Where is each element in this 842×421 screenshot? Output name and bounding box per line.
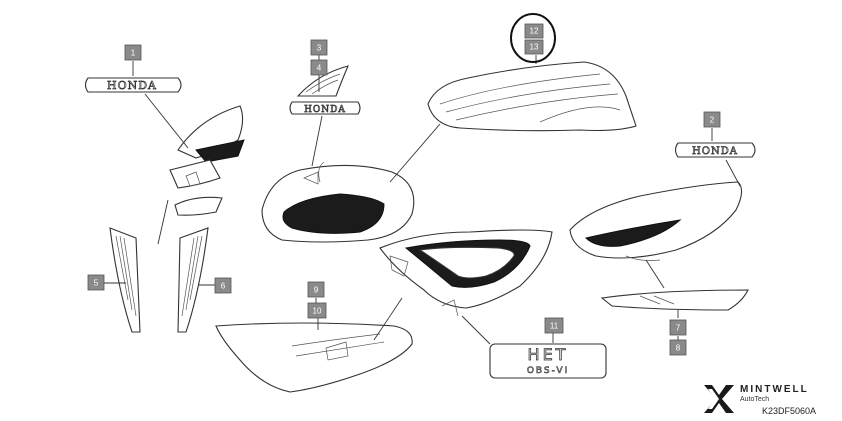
callout-1: 1 (124, 44, 142, 61)
callout-1-label: 1 (131, 49, 136, 58)
lower-side-cowl (215, 322, 413, 393)
side-strip-decal (600, 289, 749, 311)
callout-11: 11 (544, 317, 564, 334)
fork-decal-right (177, 227, 209, 333)
honda-left-text: HONDA (107, 79, 157, 92)
fork-decal-left (109, 227, 141, 333)
fuel-tank (261, 161, 415, 243)
hete-badge: HET OBS-VI (489, 343, 607, 379)
callout-9: 9 (307, 281, 325, 298)
callout-2-label: 2 (710, 116, 715, 125)
honda-wing-decal: HONDA (289, 65, 361, 115)
brand-subtitle: AutoTech (740, 396, 770, 403)
callout-4: 4 (310, 59, 328, 76)
callout-3-label: 3 (317, 44, 322, 53)
callout-3: 3 (310, 39, 328, 56)
callout-9-label: 9 (314, 286, 319, 295)
callout-5: 5 (87, 274, 105, 291)
callout-6: 6 (214, 277, 232, 294)
callout-8-label: 8 (676, 344, 681, 353)
callout-7: 7 (669, 319, 687, 336)
rear-side-cover (569, 181, 743, 261)
honda-decal-right: HONDA (674, 142, 756, 158)
honda-wing-text: HONDA (304, 105, 346, 115)
mintwell-logo-icon (704, 385, 734, 413)
callout-12-label: 12 (530, 27, 539, 36)
callout-10-label: 10 (313, 307, 322, 316)
callout-13: 13 (524, 39, 544, 55)
callout-8: 8 (669, 339, 687, 356)
honda-decal-left: HONDA (84, 77, 182, 93)
callout-4-label: 4 (317, 64, 322, 73)
hete-text: HET (528, 345, 569, 364)
callout-5-label: 5 (94, 279, 99, 288)
callout-13-label: 13 (530, 43, 539, 52)
callout-10: 10 (307, 302, 327, 319)
callout-7-label: 7 (676, 324, 681, 333)
leader-lines (104, 55, 741, 345)
front-cowl (169, 105, 245, 216)
honda-right-text: HONDA (692, 146, 738, 157)
callout-6-label: 6 (221, 282, 226, 291)
center-frame-cover (379, 229, 553, 317)
callout-2: 2 (703, 111, 721, 128)
callout-11-label: 11 (550, 322, 559, 331)
callout-12: 12 (524, 23, 544, 39)
brand-name: MINTWELL (740, 384, 809, 395)
highlight-ring (510, 13, 556, 63)
seat-cover (427, 61, 637, 132)
brand-block: MINTWELL AutoTech K23DF5060A (702, 379, 832, 419)
diagram-code: K23DF5060A (762, 406, 817, 416)
obs-vi-text: OBS-VI (527, 366, 569, 376)
